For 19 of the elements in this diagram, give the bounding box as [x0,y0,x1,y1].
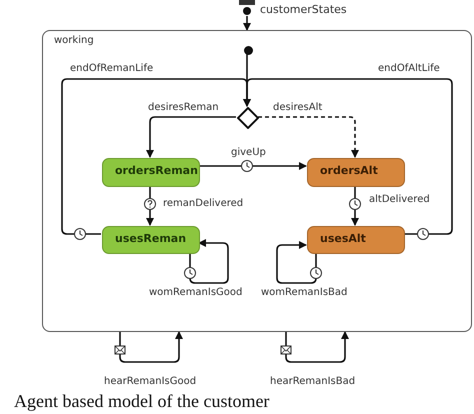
self-loop-arrow [119,331,183,363]
self-loop-arrow [276,241,317,284]
self-loop-arrow [285,331,349,363]
state-box: ordersReman [102,158,200,187]
state-box: usesAlt [307,226,405,254]
arrow [258,116,359,158]
arrow [199,162,307,170]
state-box: ordersAlt [307,158,405,187]
caption: Agent based model of the customer [14,391,270,412]
state-title: working [54,35,94,46]
arrow [243,16,251,31]
state-label: customerStates [260,3,347,16]
initial-state-dot [244,46,252,55]
edge-label: giveUp [230,147,267,159]
arrow [243,78,453,235]
arrow [146,186,154,226]
self-loop-arrow [189,239,229,284]
state-box: usesReman [102,226,200,254]
arrow [146,116,236,158]
